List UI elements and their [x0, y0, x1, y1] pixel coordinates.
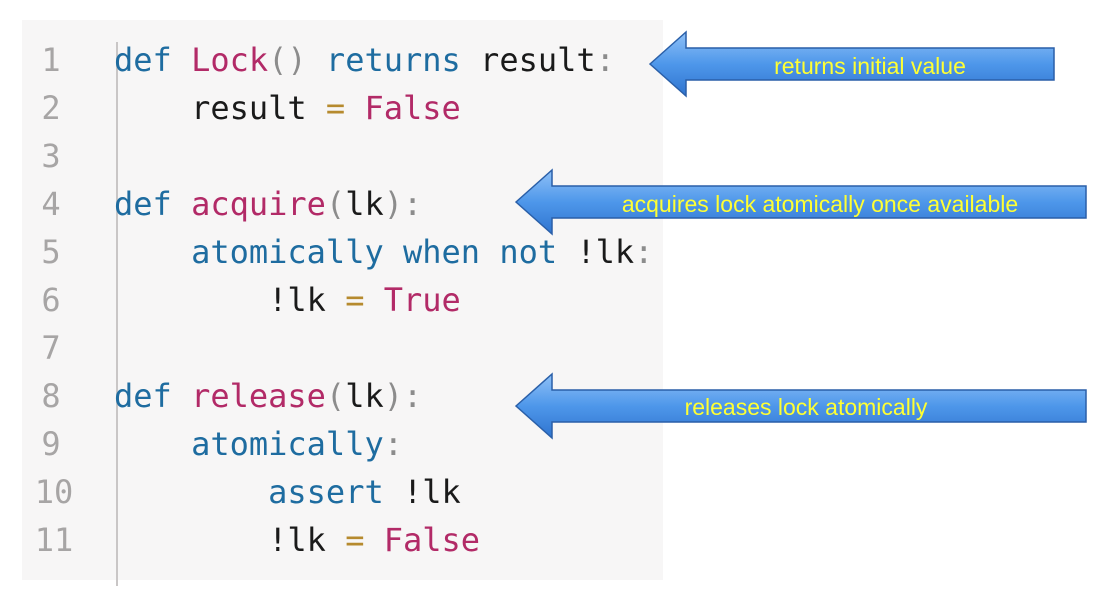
- code-text: assert !lk: [114, 468, 461, 516]
- code-text: atomically when not !lk:: [114, 228, 653, 276]
- code-panel: 1 def Lock() returns result: 2 result = Fa…: [22, 20, 663, 586]
- annotation-arrow-release: [514, 372, 1087, 440]
- code-text: !lk = False: [114, 516, 480, 564]
- code-token: False: [364, 89, 461, 127]
- code-text: def release(lk):: [114, 372, 422, 420]
- annotation-arrow-acquire: [514, 168, 1087, 236]
- line-number: 8: [41, 377, 61, 415]
- line-number: 7: [41, 329, 61, 367]
- line-number: 2: [41, 89, 61, 127]
- code-token: ):: [383, 185, 423, 223]
- code-token: !lk: [402, 473, 461, 511]
- annotation-label-acquire: acquires lock atomically once available: [621, 191, 1019, 217]
- code-token: lk: [345, 377, 384, 415]
- code-text: atomically:: [114, 420, 403, 468]
- annotation-arrow-lock: [648, 30, 1055, 98]
- line-number: 11: [34, 521, 74, 559]
- gutter-divider: [116, 42, 118, 586]
- code-token: :: [383, 425, 403, 463]
- code-token: [364, 521, 383, 559]
- annotation-label-release: releases lock atomically: [684, 394, 928, 420]
- code-text: result = False: [114, 84, 461, 132]
- code-token: Lock: [191, 41, 269, 79]
- code-text: def Lock() returns result:: [114, 36, 615, 84]
- line-number: 5: [41, 233, 61, 271]
- code-token: def: [114, 41, 192, 79]
- line-number: 4: [41, 185, 61, 223]
- code-token: False: [383, 521, 481, 559]
- code-token: release: [191, 377, 326, 415]
- code-token: (): [268, 41, 326, 79]
- code-token: =: [345, 281, 365, 319]
- line-number: 9: [41, 425, 61, 463]
- code-token: =: [325, 89, 346, 127]
- code-token: (: [325, 185, 346, 223]
- code-token: :: [595, 41, 615, 79]
- code-token: assert: [114, 473, 403, 511]
- code-token: result: [480, 41, 596, 79]
- code-token: True: [383, 281, 461, 319]
- code-token: ):: [383, 377, 423, 415]
- code-text: !lk = True: [114, 276, 461, 324]
- code-token: def: [114, 377, 192, 415]
- code-token: [364, 281, 383, 319]
- code-token: lk: [345, 185, 384, 223]
- code-token: [345, 89, 364, 127]
- code-token: def: [114, 185, 192, 223]
- code-token: (: [325, 377, 346, 415]
- line-number: 10: [34, 473, 74, 511]
- code-token: atomically: [114, 425, 384, 463]
- code-token: !lk: [114, 521, 346, 559]
- code-token: :: [634, 233, 654, 271]
- line-number: 1: [41, 41, 61, 79]
- annotation-label-lock: returns initial value: [774, 53, 966, 79]
- code-token: atomically when not: [114, 233, 577, 271]
- code-token: result: [114, 89, 326, 127]
- line-number: 3: [41, 137, 61, 175]
- code-token: acquire: [191, 185, 326, 223]
- code-token: !lk: [576, 233, 635, 271]
- code-token: !lk: [114, 281, 346, 319]
- line-number: 6: [41, 281, 61, 319]
- code-text: def acquire(lk):: [114, 180, 422, 228]
- code-token: =: [345, 521, 365, 559]
- code-token: returns: [325, 41, 481, 79]
